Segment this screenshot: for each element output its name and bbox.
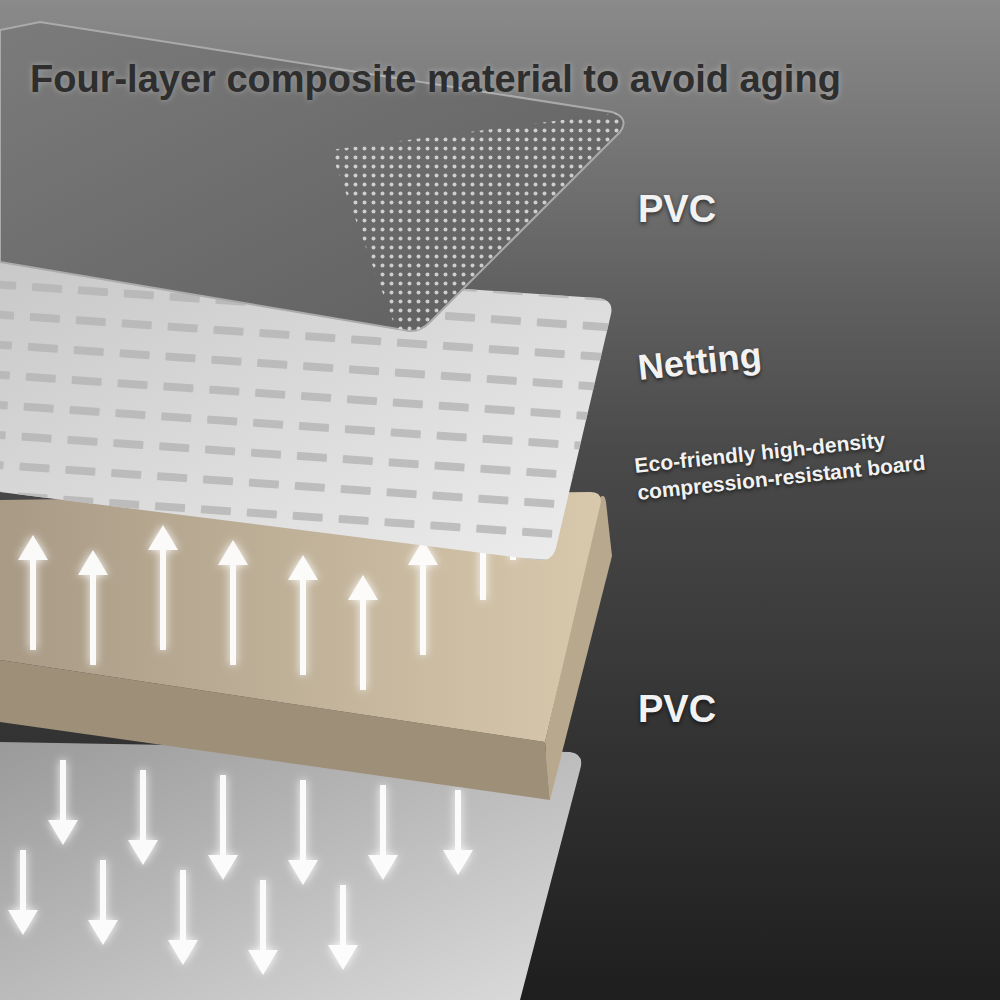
layer-label: PVC — [638, 185, 716, 234]
layer-label: PVC — [638, 685, 716, 734]
layer-label: Netting — [636, 332, 764, 392]
layer-label: Eco-friendly high-density compression-re… — [633, 416, 982, 506]
title-text: Four-layer composite material to avoid a… — [30, 58, 841, 101]
